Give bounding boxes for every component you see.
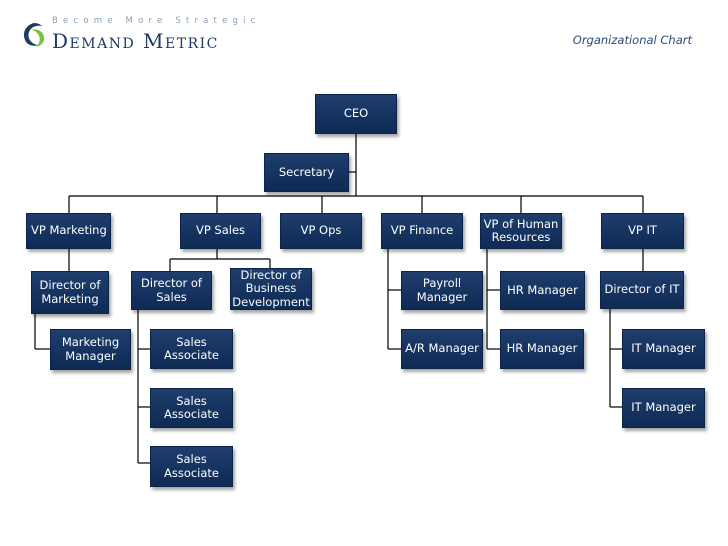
box-vp-it: VP IT (601, 213, 684, 249)
box-secretary: Secretary (264, 153, 349, 192)
logo-swoosh-icon (24, 23, 45, 47)
box-vp-ops: VP Ops (280, 213, 362, 249)
box-vp-marketing: VP Marketing (26, 213, 111, 249)
box-marketing-manager: Marketing Manager (50, 329, 131, 370)
logo-brand-name: Demand Metric (52, 29, 219, 53)
box-vp-finance: VP Finance (381, 213, 463, 249)
box-vp-hr: VP of Human Resources (480, 213, 562, 249)
box-payroll-manager: Payroll Manager (401, 271, 483, 310)
box-director-marketing: Director of Marketing (31, 271, 109, 314)
logo-tagline: Become More Strategic (52, 16, 261, 26)
box-it-manager: IT Manager (622, 388, 705, 428)
box-hr-manager: HR Manager (500, 271, 585, 310)
box-director-business-development: Director of Business Development (230, 268, 312, 310)
box-sales-associate: Sales Associate (150, 388, 233, 428)
box-vp-sales: VP Sales (180, 213, 261, 249)
box-ar-manager: A/R Manager (401, 329, 483, 369)
demand-metric-logo: Become More Strategic Demand Metric (22, 14, 255, 54)
box-ceo: CEO (315, 94, 397, 134)
box-hr-manager: HR Manager (500, 329, 584, 369)
box-it-manager: IT Manager (622, 329, 705, 369)
box-director-sales: Director of Sales (131, 271, 212, 310)
box-sales-associate: Sales Associate (150, 329, 233, 369)
page-title: Organizational Chart (572, 33, 692, 47)
box-sales-associate: Sales Associate (150, 446, 233, 487)
box-director-it: Director of IT (600, 271, 684, 309)
